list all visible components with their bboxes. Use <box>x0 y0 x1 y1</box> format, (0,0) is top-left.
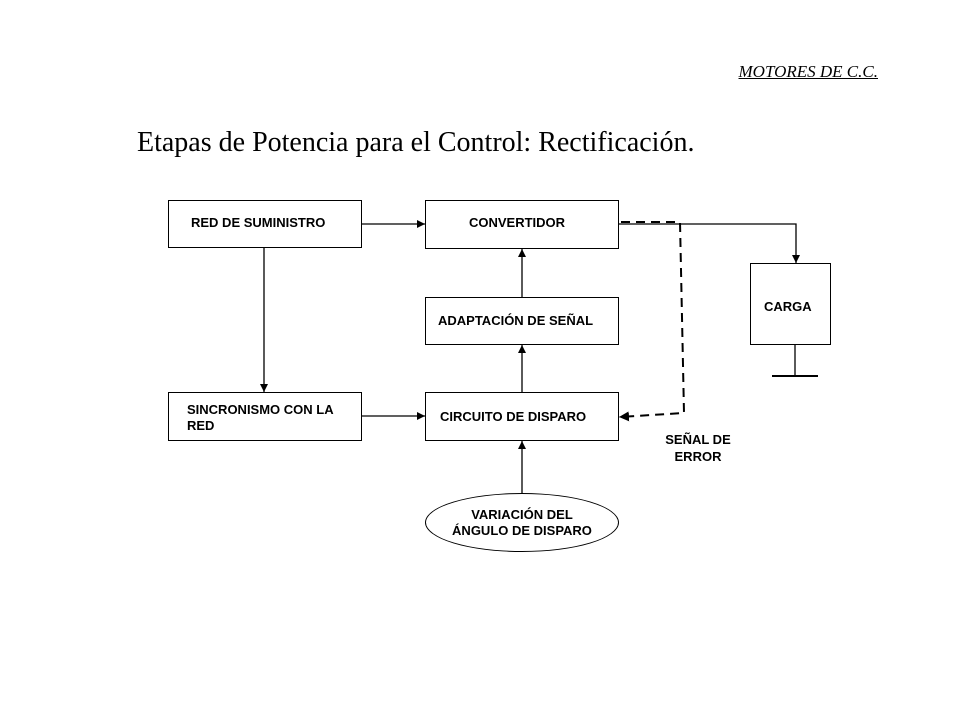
arrow-convertidor-to-carga <box>619 223 800 263</box>
subject-header: MOTORES DE C.C. <box>738 62 878 81</box>
block-convertidor-label: CONVERTIDOR <box>469 215 566 230</box>
block-adaptacion-senal: ADAPTACIÓN DE SEÑAL <box>425 297 619 345</box>
block-circuito-disparo: CIRCUITO DE DISPARO <box>425 392 619 441</box>
block-red-suministro-label: RED DE SUMINISTRO <box>191 215 326 230</box>
block-variacion-angulo: VARIACIÓN DEL ÁNGULO DE DISPARO <box>425 493 619 552</box>
block-red-suministro: RED DE SUMINISTRO <box>168 200 362 248</box>
block-circuito-disparo-label: CIRCUITO DE DISPARO <box>440 409 587 424</box>
block-carga: CARGA <box>750 263 831 345</box>
slide-title: Etapas de Potencia para el Control: Rect… <box>137 127 695 158</box>
block-carga-label: CARGA <box>764 299 812 314</box>
senal-error-label: SEÑAL DE ERROR <box>665 432 731 464</box>
block-sincronismo: SINCRONISMO CON LA RED <box>168 392 362 441</box>
block-convertidor: CONVERTIDOR <box>425 200 619 249</box>
block-variacion-angulo-label: VARIACIÓN DEL ÁNGULO DE DISPARO <box>452 506 592 538</box>
error-feedback-line <box>618 221 686 422</box>
block-adaptacion-senal-label: ADAPTACIÓN DE SEÑAL <box>438 313 594 328</box>
block-sincronismo-label: SINCRONISMO CON LA RED <box>187 402 334 433</box>
